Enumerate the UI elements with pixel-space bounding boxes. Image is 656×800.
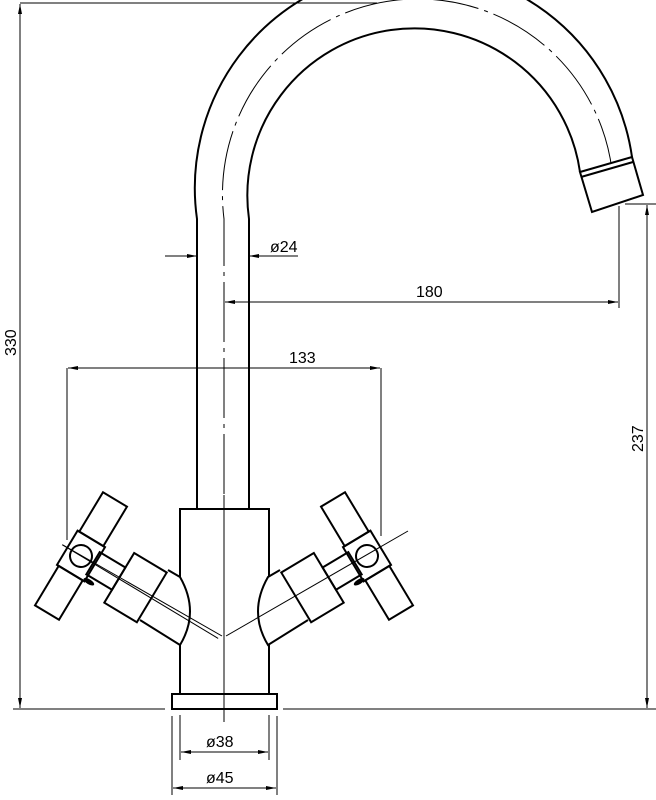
base-diameter-label: ø45: [206, 770, 234, 787]
dimension-base-diameter: ø45: [171, 716, 278, 795]
handle-span-label: 133: [289, 350, 316, 367]
right-handle: [225, 490, 415, 647]
dimension-pipe-diameter: ø24: [165, 239, 298, 258]
spout-height-label: 237: [630, 425, 647, 452]
dimension-body-diameter: ø38: [179, 715, 270, 760]
body-diameter-label: ø38: [206, 734, 234, 751]
left-handle: [33, 490, 223, 647]
spout: [193, 0, 645, 722]
pipe-diameter-label: ø24: [270, 239, 298, 256]
total-height-label: 330: [3, 329, 20, 356]
dimension-spout-reach: 180: [225, 203, 656, 308]
dimension-spout-height: 237: [630, 205, 649, 708]
dimension-total-height: 330: [3, 2, 377, 708]
spout-reach-label: 180: [416, 284, 443, 301]
tap-body: [171, 495, 278, 722]
dimension-handle-span: 133: [66, 350, 382, 540]
